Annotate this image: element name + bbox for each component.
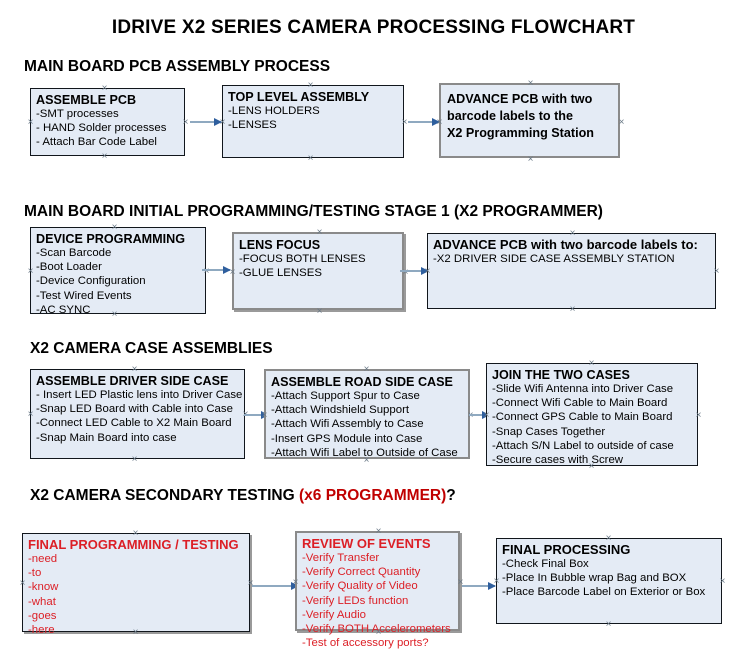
resize-handle-bottom[interactable] xyxy=(315,307,324,316)
flow-box-item: - Attach Bar Code Label xyxy=(36,136,157,149)
flow-box-item: -Slide Wifi Antenna into Driver Case xyxy=(492,383,674,395)
flow-box-advance-pcb-driver-side[interactable]: ADVANCE PCB with two barcode labels to: … xyxy=(427,233,716,309)
section-heading-2: MAIN BOARD INITIAL PROGRAMMING/TESTING S… xyxy=(24,203,603,220)
flow-box-item: -to xyxy=(28,567,42,580)
flow-box-item: -Snap Main Board into case xyxy=(36,431,177,444)
section-heading-1: MAIN BOARD PCB ASSEMBLY PROCESS xyxy=(24,58,331,75)
flow-box-item: -Verify Correct Quantity xyxy=(302,566,421,579)
resize-handle-bottom[interactable] xyxy=(306,154,315,163)
flow-box-item: -X2 DRIVER SIDE CASE ASSEMBLY STATION xyxy=(433,253,675,265)
page-title: IDRIVE X2 SERIES CAMERA PROCESSING FLOWC… xyxy=(111,17,636,38)
arrow-assemble-pcb-to-top-level xyxy=(190,117,222,126)
flow-box-item: -Place Barcode Label on Exterior or Box xyxy=(502,586,706,599)
flow-box-item: - HAND Solder processes xyxy=(36,122,167,135)
arrow-final-programming-to-review-events xyxy=(252,581,299,590)
flow-box-title-line: X2 Programming Station xyxy=(447,126,594,140)
flow-box-title: ASSEMBLE PCB xyxy=(36,93,137,107)
flow-box-item: -Attach Support Spur to Case xyxy=(271,390,420,402)
flow-box-item: -know xyxy=(28,581,59,594)
resize-handle-bottom[interactable] xyxy=(130,455,139,464)
flow-box-item: -Verify BOTH Accelerometers xyxy=(302,623,451,636)
flow-box-title: REVIEW OF EVENTS xyxy=(302,536,431,551)
flow-box-item: -here xyxy=(28,624,55,637)
flow-box-device-programming[interactable]: DEVICE PROGRAMMING -Scan Barcode -Boot L… xyxy=(30,227,206,316)
flow-box-item: -SMT processes xyxy=(36,108,119,120)
resize-handle-bottom[interactable] xyxy=(604,620,613,629)
flow-box-item: -Attach Wifi Label to Outside of Case xyxy=(271,446,458,459)
flow-box-item: -Scan Barcode xyxy=(36,247,112,259)
section-heading-3: X2 CAMERA CASE ASSEMBLIES xyxy=(30,340,273,357)
flow-box-item: -Boot Loader xyxy=(36,261,102,274)
flow-box-item: -Check Final Box xyxy=(502,558,589,570)
arrow-review-events-to-final-processing xyxy=(462,581,496,590)
flow-box-item: -FOCUS BOTH LENSES xyxy=(239,253,366,265)
flow-box-item: - Insert LED Plastic lens into Driver Ca… xyxy=(36,389,243,401)
resize-handle-right[interactable] xyxy=(712,267,721,276)
flow-box-assemble-driver-side-case[interactable]: ASSEMBLE DRIVER SIDE CASE - Insert LED P… xyxy=(30,369,245,459)
flow-box-item: -Attach S/N Label to outside of case xyxy=(492,439,674,452)
flow-box-join-the-two-cases[interactable]: JOIN THE TWO CASES -Slide Wifi Antenna i… xyxy=(486,363,698,466)
flow-box-item: -Connect Wifi Cable to Main Board xyxy=(492,397,668,410)
flow-box-item: -LENS HOLDERS xyxy=(228,105,320,117)
flow-box-title: JOIN THE TWO CASES xyxy=(492,368,630,382)
resize-handle-bottom[interactable] xyxy=(568,305,577,314)
flow-box-item: -Verify Quality of Video xyxy=(302,580,418,593)
flow-box-title: DEVICE PROGRAMMING xyxy=(36,232,186,246)
flow-box-item: -Attach Windshield Support xyxy=(271,404,410,417)
flow-box-assemble-road-side-case[interactable]: ASSEMBLE ROAD SIDE CASE -Attach Support … xyxy=(264,369,470,459)
arrow-device-programming-to-lens-focus xyxy=(202,265,231,274)
flow-box-item: -Snap LED Board with Cable into Case xyxy=(36,403,233,416)
flow-box-final-processing[interactable]: FINAL PROCESSING -Check Final Box -Place… xyxy=(496,538,722,624)
flow-box-item: -Test Wired Events xyxy=(36,289,132,302)
arrow-top-level-to-advance-pcb xyxy=(408,117,440,126)
flow-box-item: -Verify Audio xyxy=(302,608,366,621)
flow-box-item: -GLUE LENSES xyxy=(239,267,322,280)
section-heading-4-emphasis: (x6 PROGRAMMER) xyxy=(299,487,447,504)
flow-box-title: FINAL PROCESSING xyxy=(502,542,631,557)
section-heading-4-main: X2 CAMERA SECONDARY TESTING xyxy=(30,487,299,504)
flow-box-advance-pcb-programming-station[interactable]: ADVANCE PCB with two barcode labels to t… xyxy=(439,83,620,158)
flow-box-item: -Insert GPS Module into Case xyxy=(271,432,423,445)
flow-box-title-line: barcode labels to the xyxy=(447,109,573,123)
flow-box-final-programming-testing[interactable]: FINAL PROGRAMMING / TESTING -need -to -k… xyxy=(22,533,250,636)
resize-handle-bottom[interactable] xyxy=(526,155,535,164)
section-heading-4-suffix: ? xyxy=(446,487,456,504)
flow-box-assemble-pcb[interactable]: ASSEMBLE PCB -SMT processes - HAND Solde… xyxy=(30,88,185,156)
flow-box-item: -Place In Bubble wrap Bag and BOX xyxy=(502,572,687,585)
resize-handle-bottom[interactable] xyxy=(100,152,109,161)
resize-handle-right[interactable] xyxy=(617,118,626,127)
flow-box-item: -Verify LEDs function xyxy=(302,594,409,607)
flow-box-item: -Connect LED Cable to X2 Main Board xyxy=(36,417,232,430)
flow-box-item: -need xyxy=(28,553,58,565)
arrow-lens-focus-to-advance-pcb xyxy=(400,266,429,275)
flow-box-item: -what xyxy=(28,595,56,608)
flow-box-title: LENS FOCUS xyxy=(239,238,321,252)
flow-box-top-level-assembly[interactable]: TOP LEVEL ASSEMBLY -LENS HOLDERS -LENSES xyxy=(222,85,404,158)
flow-box-item: -LENSES xyxy=(228,119,277,132)
flow-box-lens-focus[interactable]: LENS FOCUS -FOCUS BOTH LENSES -GLUE LENS… xyxy=(232,232,404,310)
flow-box-item: -AC SYNC xyxy=(36,303,91,316)
flow-box-title: FINAL PROGRAMMING / TESTING xyxy=(28,537,239,552)
section-heading-4: X2 CAMERA SECONDARY TESTING (x6 PROGRAMM… xyxy=(30,487,456,505)
flow-box-item: -Attach Wifi Assembly to Case xyxy=(271,418,424,431)
flow-box-item: -Snap Cases Together xyxy=(492,425,606,438)
flow-box-review-of-events[interactable]: REVIEW OF EVENTS -Verify Transfer -Verif… xyxy=(295,531,460,649)
flow-box-title-line: ADVANCE PCB with two xyxy=(447,92,593,106)
flow-box-item: -Device Configuration xyxy=(36,275,146,288)
flow-box-title: ASSEMBLE DRIVER SIDE CASE xyxy=(36,374,229,388)
flow-box-item: -Secure cases with Screw xyxy=(492,454,624,467)
flow-box-title: ADVANCE PCB with two barcode labels to: xyxy=(433,237,698,252)
flow-box-item: -Verify Transfer xyxy=(302,552,380,564)
flow-box-item-overflow: -Test of accessory ports? xyxy=(302,637,429,650)
flow-box-item: -goes xyxy=(28,609,57,622)
flow-box-title: TOP LEVEL ASSEMBLY xyxy=(228,90,370,104)
flow-box-item: -Connect GPS Cable to Main Board xyxy=(492,411,673,424)
flow-box-title: ASSEMBLE ROAD SIDE CASE xyxy=(271,375,453,389)
